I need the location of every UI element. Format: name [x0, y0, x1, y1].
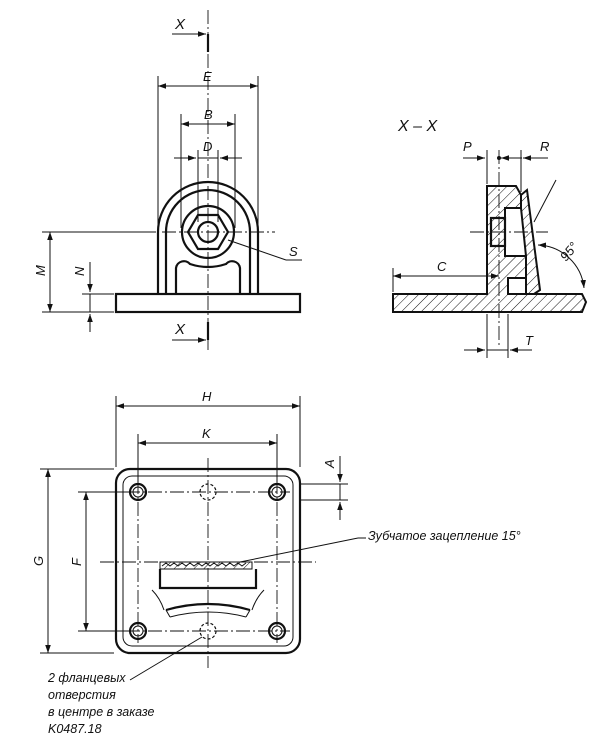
dim-p-label: P — [463, 139, 472, 154]
dim-n-label: N — [72, 266, 87, 276]
section-mark-top: X — [174, 16, 186, 33]
dim-b-label: B — [204, 107, 213, 122]
serration-teeth — [161, 562, 247, 567]
serration-note: Зубчатое зацепление 15° — [368, 529, 521, 543]
flange-note-line-4: K0487.18 — [48, 722, 102, 736]
dim-r-label: R — [540, 139, 549, 154]
dim-h-label: H — [202, 389, 212, 404]
dim-c-label: C — [437, 259, 447, 274]
flange-leader — [129, 636, 203, 681]
dim-m-label: M — [33, 265, 48, 276]
section-title: X – X — [397, 118, 438, 135]
front-base-plate — [114, 292, 302, 314]
serration-leader — [239, 537, 359, 563]
section-mark-bottom: X — [174, 321, 186, 338]
dim-k-label: K — [202, 426, 212, 441]
section-base-hatched — [392, 185, 588, 313]
flange-note-line-1: 2 фланцевых — [48, 671, 126, 685]
section-clamp-part — [520, 188, 542, 295]
flange-note-line-3: в центре в заказе — [48, 705, 155, 719]
dim-t-label: T — [525, 333, 534, 348]
dim-angle-label: 95° — [557, 239, 581, 264]
dim-f-label: F — [69, 557, 84, 566]
front-view: X X E B D S M N — [33, 10, 302, 350]
top-body-contour — [158, 569, 258, 590]
front-slot — [174, 260, 242, 294]
dim-a-label: A — [322, 459, 337, 469]
dim-g-label: G — [31, 556, 46, 566]
dim-s-label: S — [289, 244, 298, 259]
dim-e-label: E — [203, 69, 212, 84]
dim-angle-arc — [537, 242, 586, 289]
section-view: X – X P R C T 95° — [392, 118, 588, 358]
dim-d-label: D — [203, 139, 212, 154]
flange-note: 2 фланцевых отверстия в центре в заказе … — [48, 670, 154, 738]
dim-s-leader — [227, 239, 287, 261]
top-view: H K A G F — [31, 389, 366, 681]
flange-note-line-2: отверстия — [48, 688, 116, 702]
